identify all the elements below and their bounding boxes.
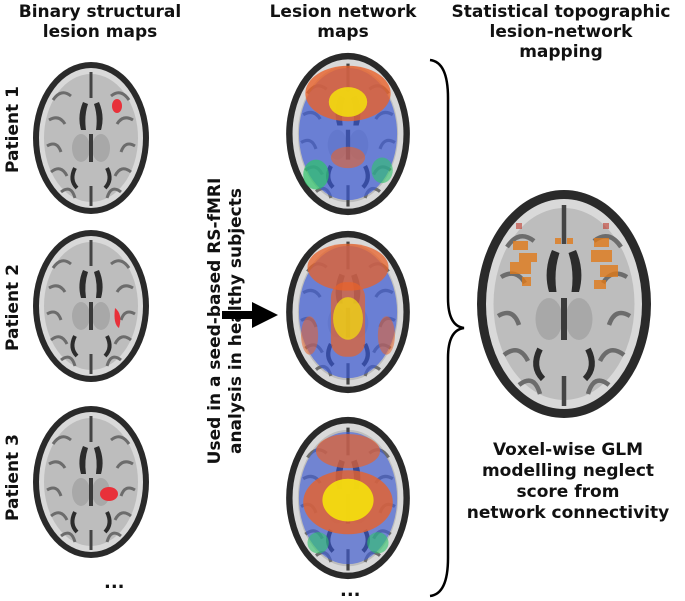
header-statistical-mapping-line1: Statistical topographic bbox=[451, 2, 671, 22]
network-brain-3 bbox=[284, 414, 412, 582]
result-brain bbox=[474, 186, 654, 422]
header-lesion-maps-line1: Binary structural bbox=[18, 2, 182, 22]
lesion-spot-1 bbox=[112, 99, 122, 113]
header-statistical-mapping-line3: mapping bbox=[519, 42, 603, 62]
header-network-maps: Lesion network maps bbox=[248, 2, 438, 42]
lesion-brain-3 bbox=[31, 404, 151, 560]
header-statistical-mapping: Statistical topographic lesion-network m… bbox=[440, 2, 682, 62]
result-caption-line3: score from bbox=[516, 482, 620, 502]
header-network-maps-line1: Lesion network bbox=[269, 2, 417, 22]
lesion-spot-2 bbox=[114, 308, 121, 328]
network-brain-2 bbox=[284, 228, 412, 396]
ellipsis-lesion-maps: ... bbox=[104, 572, 125, 593]
arrow-icon bbox=[222, 302, 278, 328]
result-caption: Voxel-wise GLM modelling neglect score f… bbox=[454, 440, 682, 524]
ellipsis-network-maps: ... bbox=[340, 580, 361, 601]
result-caption-line1: Voxel-wise GLM bbox=[492, 440, 644, 460]
header-network-maps-line2: maps bbox=[317, 22, 369, 42]
lesion-brain-2 bbox=[31, 228, 151, 384]
result-caption-line4: network connectivity bbox=[466, 503, 670, 523]
lesion-brain-1 bbox=[31, 60, 151, 216]
network-brain-1 bbox=[284, 50, 412, 218]
header-statistical-mapping-line2: lesion-network bbox=[489, 22, 633, 42]
patient-label-2: Patient 2 bbox=[3, 264, 23, 351]
header-lesion-maps: Binary structural lesion maps bbox=[2, 2, 198, 42]
result-caption-line2: modelling neglect bbox=[481, 461, 655, 481]
brace-icon bbox=[429, 58, 465, 598]
patient-label-3: Patient 3 bbox=[3, 434, 23, 521]
header-lesion-maps-line2: lesion maps bbox=[42, 22, 158, 42]
patient-label-1: Patient 1 bbox=[3, 86, 23, 173]
lesion-spot-3 bbox=[100, 487, 118, 501]
